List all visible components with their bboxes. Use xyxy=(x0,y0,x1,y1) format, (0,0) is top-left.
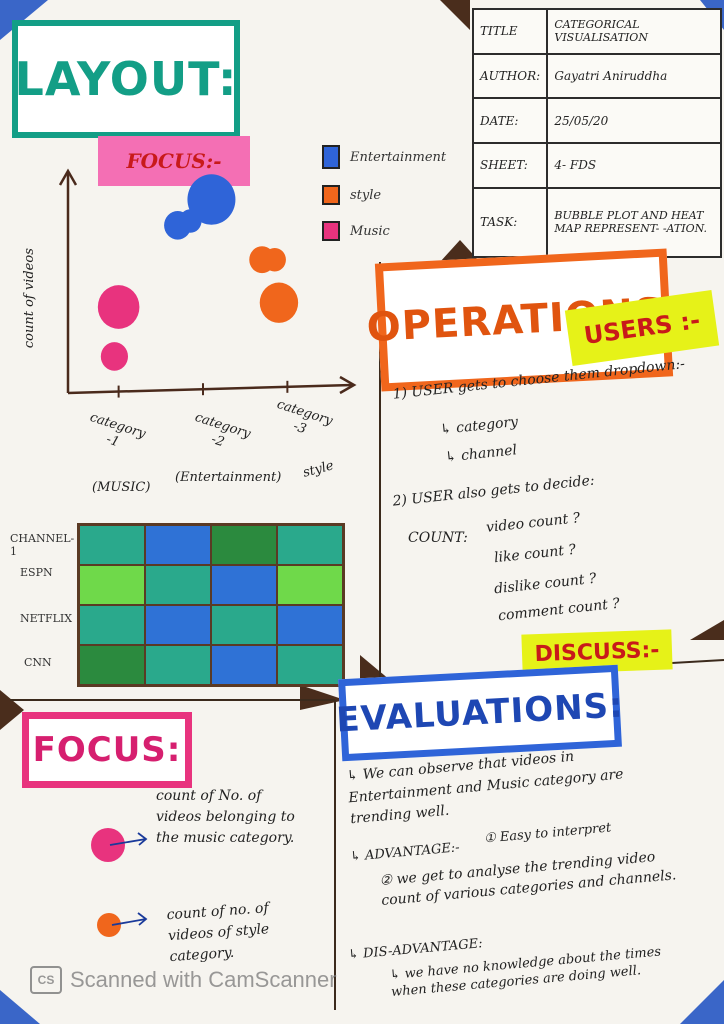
heatmap-cell xyxy=(80,606,144,644)
legend-swatch-entertainment xyxy=(322,145,340,169)
heatmap-cell xyxy=(212,606,276,644)
bubble-music-1 xyxy=(97,285,140,329)
meta-title-key: TITLE xyxy=(471,8,549,55)
meta-sheet-val: 4- FDS xyxy=(546,141,722,189)
legend-swatch-style xyxy=(322,185,340,205)
heatmap-cell xyxy=(80,646,144,684)
heatmap-cell xyxy=(80,526,144,564)
focus-tag: FOCUS:- xyxy=(98,136,250,186)
meta-date-val: 25/05/20 xyxy=(546,97,722,144)
heatmap-cell xyxy=(278,606,342,644)
focus-icons xyxy=(91,828,148,937)
bubble-style-3 xyxy=(259,282,299,323)
heatmap-cell xyxy=(146,526,210,564)
bubble-entertainment-3 xyxy=(187,174,236,225)
heat-row-label: CHANNEL-1 xyxy=(10,532,75,558)
meta-author-val: Gayatri Aniruddha xyxy=(546,52,722,100)
heatmap-cell xyxy=(278,566,342,604)
x-axis xyxy=(67,383,353,395)
heat-row-label: CNN xyxy=(24,656,52,669)
music-bubble-icon xyxy=(91,828,125,862)
evaluations-heading: EVALUATIONS: xyxy=(335,685,625,741)
heatmap-cell xyxy=(146,606,210,644)
bubble-music-2 xyxy=(100,342,129,371)
layout-heading-box: LAYOUT: xyxy=(12,20,240,138)
heatmap-cell xyxy=(146,646,210,684)
meta-date-key: DATE: xyxy=(471,97,549,144)
heatmap-cell xyxy=(80,566,144,604)
heatmap xyxy=(77,523,345,687)
legend-item-entertainment: Entertainment xyxy=(322,145,457,169)
heatmap-cell xyxy=(278,646,342,684)
heatmap-cell xyxy=(212,646,276,684)
legend-item-style: style xyxy=(322,185,457,205)
bubble-chart xyxy=(58,168,357,398)
heat-row-label: NETFLIX xyxy=(20,612,73,625)
arrow-icon xyxy=(111,918,147,926)
y-axis-label: count of videos xyxy=(21,248,37,349)
legend-item-music: Music xyxy=(322,221,457,241)
focus-heading-box: FOCUS: xyxy=(22,712,192,788)
heatmap-cell xyxy=(212,526,276,564)
ops-count-label: COUNT: xyxy=(408,530,468,546)
focus-style-note: count of no. of videos of style category… xyxy=(166,900,270,966)
focus-music-note: count of No. of videos belonging to the … xyxy=(156,788,295,846)
meta-task-val: BUBBLE PLOT AND HEAT MAP REPRESENT- -ATI… xyxy=(546,186,722,258)
heatmap-cell xyxy=(278,526,342,564)
arrow-icon xyxy=(109,838,147,846)
layout-heading: LAYOUT: xyxy=(14,52,238,106)
scanner-watermark: CS Scanned with CamScanner xyxy=(30,966,337,994)
heat-row-label: ESPN xyxy=(20,566,53,579)
meta-sheet-key: SHEET: xyxy=(471,141,549,189)
camscanner-logo-icon: CS xyxy=(30,966,62,994)
x-axis-arrow xyxy=(339,375,357,395)
x-tick-sub-1: (MUSIC) xyxy=(92,480,151,495)
meta-title-val: CATEGORICAL VISUALISATION xyxy=(546,8,722,55)
meta-task-key: TASK: xyxy=(471,186,549,258)
legend-swatch-music xyxy=(322,221,340,241)
focus-heading: FOCUS: xyxy=(32,730,182,770)
heatmap-cell xyxy=(146,566,210,604)
chart-legend: Entertainment style Music xyxy=(322,145,457,241)
watermark-text: Scanned with CamScanner xyxy=(70,967,337,992)
bubble-style-2 xyxy=(263,247,286,272)
heatmap-cell xyxy=(212,566,276,604)
x-tick-sub-2: (Entertainment) xyxy=(175,470,282,485)
style-bubble-icon xyxy=(97,913,121,937)
meta-author-key: AUTHOR: xyxy=(471,52,549,100)
y-axis-arrow xyxy=(58,168,78,186)
